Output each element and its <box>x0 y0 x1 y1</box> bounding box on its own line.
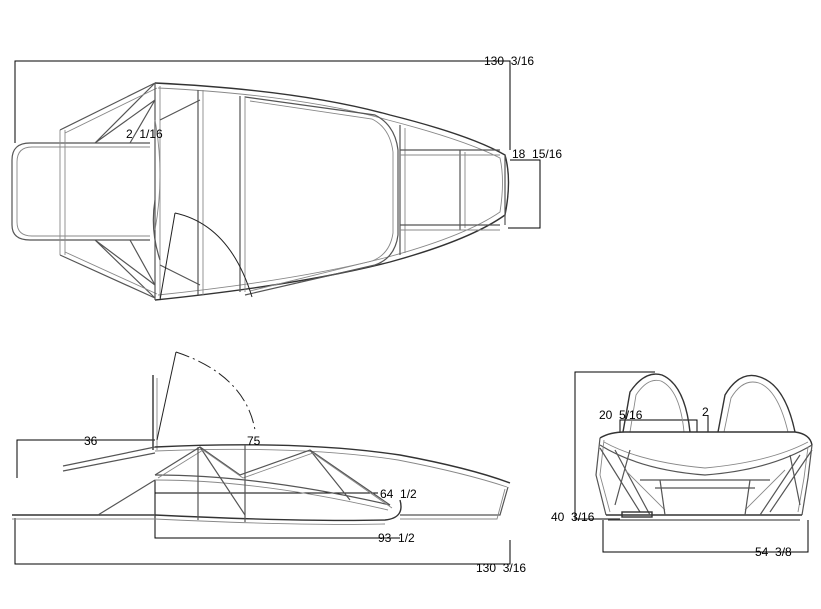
lower-rail <box>12 499 402 522</box>
top-width-label: 18 15/16 <box>512 147 562 161</box>
rear-bumper-loop <box>11 142 150 241</box>
rear-tail <box>62 446 156 472</box>
top-length-dimension-line <box>14 60 511 150</box>
front-height-label: 40 3/16 <box>551 510 595 524</box>
side-setback-dimension-line <box>16 439 155 478</box>
left-roll-hoop <box>622 373 691 433</box>
upper-rail <box>154 444 511 484</box>
main-frame-outline <box>154 82 510 301</box>
front-hoop-gap-label: 2 <box>702 405 709 419</box>
rear-upper-truss <box>59 82 156 144</box>
top-view: 130 3/16 18 15/16 2 1/16 <box>11 54 562 301</box>
side-upper-rail-label: 75 <box>247 434 261 448</box>
right-roll-hoop <box>717 374 796 433</box>
top-door-arc <box>174 212 253 298</box>
front-body-top <box>599 431 813 446</box>
side-door-arc <box>175 351 256 431</box>
front-height-dimension-line <box>574 371 655 520</box>
top-width-dimension-line <box>508 159 541 229</box>
rear-lower-truss <box>59 239 156 299</box>
front-width-dimension-line <box>602 520 809 553</box>
side-length-dimension-line <box>14 518 511 565</box>
top-length-label: 130 3/16 <box>484 54 534 68</box>
front-view: 20 5/16 2 40 3/16 54 3/8 <box>551 371 813 559</box>
side-lower-rail-label: 64 1/2 <box>380 487 417 501</box>
side-wheelbase-label: 93 1/2 <box>378 531 415 545</box>
side-length-label: 130 3/16 <box>476 561 526 575</box>
front-hoop-spacing-label: 20 5/16 <box>599 408 643 422</box>
cockpit-outline <box>244 96 399 296</box>
top-offset-label: 2 1/16 <box>126 127 163 141</box>
front-hoop-dimension-line <box>619 419 698 432</box>
side-setback-label: 36 <box>84 434 98 448</box>
side-view: 36 75 64 1/2 93 1/2 130 3/16 <box>12 351 526 575</box>
front-width-label: 54 3/8 <box>755 545 792 559</box>
side-wheelbase-dimension-line <box>154 480 400 539</box>
